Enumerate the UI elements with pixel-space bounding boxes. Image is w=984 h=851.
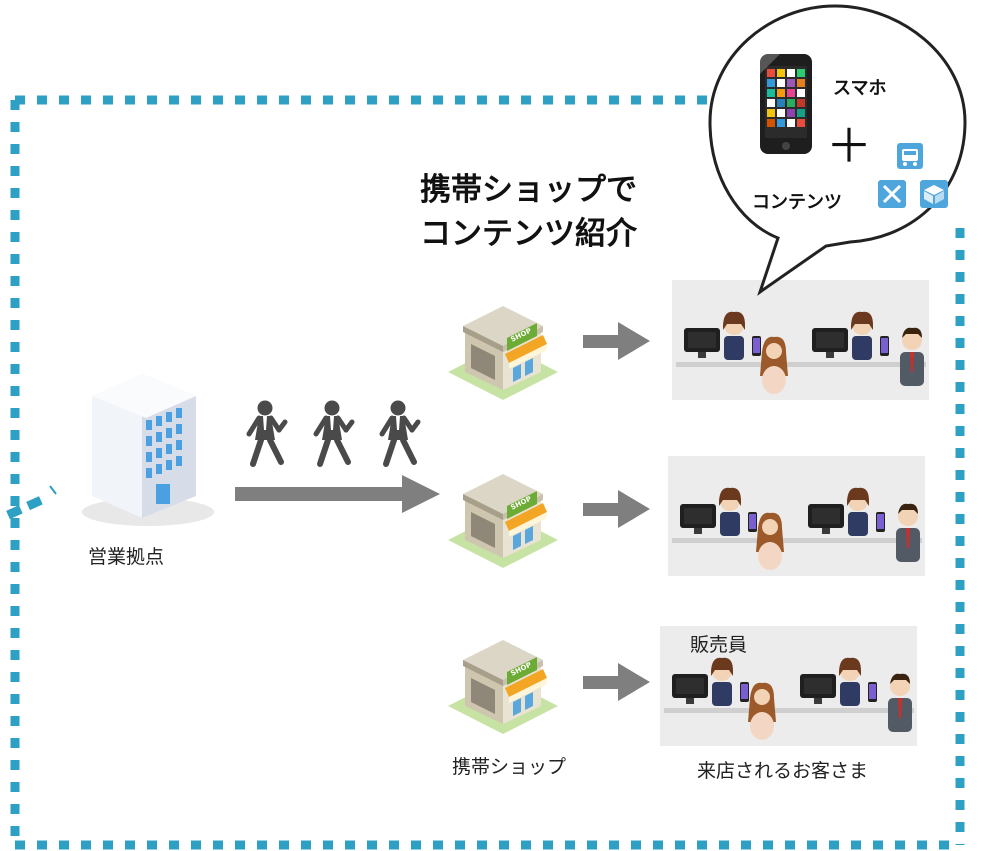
box-content-icon bbox=[920, 180, 948, 208]
shop-counter-scene bbox=[672, 280, 929, 400]
headline: 携帯ショップで コンテンツ紹介 bbox=[420, 168, 637, 256]
shop-label: 携帯ショップ bbox=[452, 756, 567, 778]
shop-icon bbox=[448, 306, 558, 400]
smartphone-icon bbox=[760, 54, 812, 154]
office-building-icon bbox=[82, 374, 214, 526]
frame-notch bbox=[6, 493, 48, 520]
salesperson-icon bbox=[316, 401, 352, 465]
sales-base-label: 営業拠点 bbox=[88, 546, 165, 568]
contents-label: コンテンツ bbox=[752, 192, 842, 213]
shop-counter-scene bbox=[668, 456, 925, 576]
bus-content-icon bbox=[897, 143, 923, 169]
shop-icon bbox=[448, 640, 558, 734]
shop-icon bbox=[448, 474, 558, 568]
customers-label: 来店されるお客さま bbox=[697, 760, 869, 782]
short-arrow-icon bbox=[583, 322, 650, 360]
smartphone-label: スマホ bbox=[833, 78, 887, 99]
staff-label: 販売員 bbox=[690, 634, 748, 656]
long-arrow-icon bbox=[235, 475, 440, 513]
salesperson-icon bbox=[249, 401, 285, 465]
short-arrow-icon bbox=[583, 663, 650, 701]
short-arrow-icon bbox=[583, 490, 650, 528]
plus-sign: ＋ bbox=[826, 119, 872, 173]
headline-line-2: コンテンツ紹介 bbox=[420, 216, 637, 252]
headline-line-1: 携帯ショップで bbox=[420, 172, 637, 208]
salesperson-icon bbox=[382, 401, 418, 465]
restaurant-content-icon bbox=[878, 180, 906, 208]
